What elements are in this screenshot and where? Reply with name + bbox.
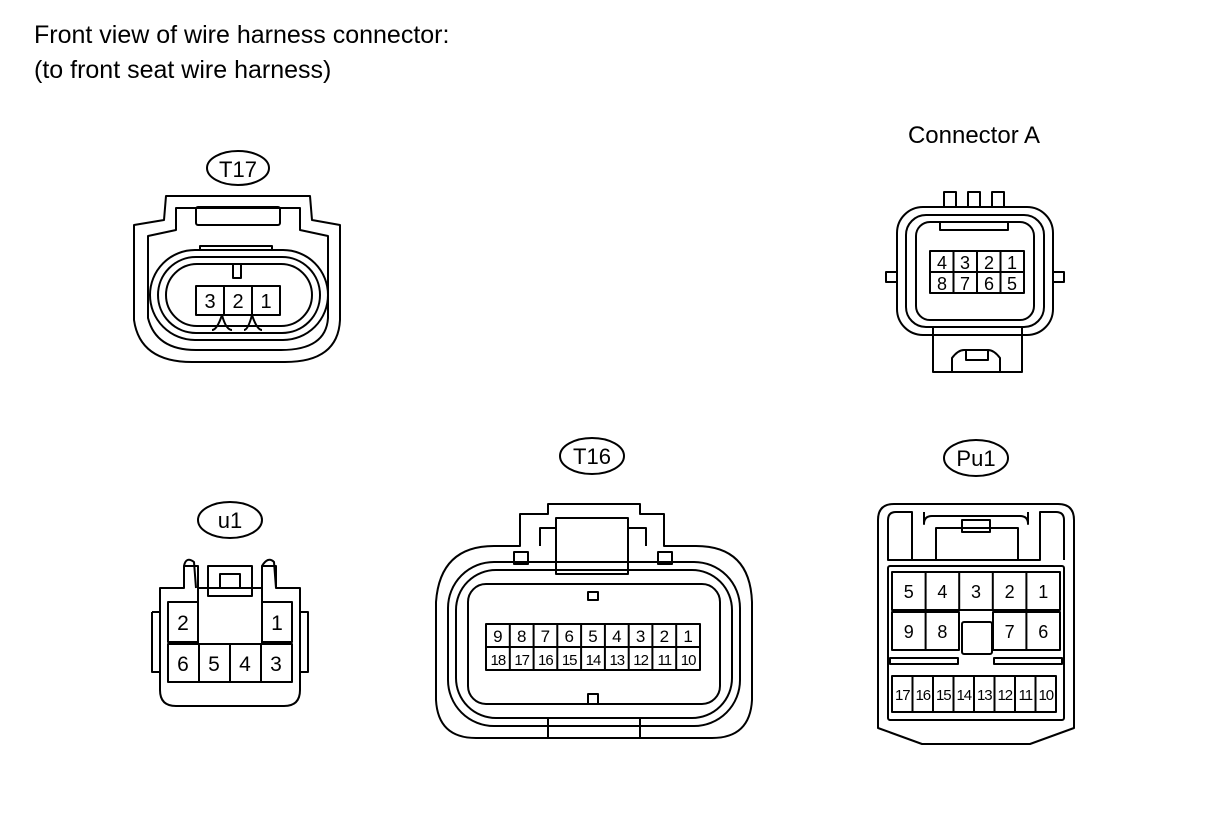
connector-pu1-pins: 5 4 3 2 1 9 8 7 6 17 16 15 14 13 12 11 1…: [889, 571, 1063, 713]
connector-t16-housing: [435, 503, 753, 739]
connector-pu1: Pu1: [877, 439, 1075, 745]
connector-pu1-pin: 9: [904, 622, 914, 642]
connector-pu1-pin: 2: [1005, 582, 1015, 602]
connector-t16-pin: 13: [609, 652, 624, 669]
connector-u1-pin: 6: [177, 653, 189, 676]
connector-u1-pin: 3: [270, 653, 282, 676]
connector-u1-pin: 2: [177, 612, 189, 635]
connector-pu1-pin: 11: [1019, 687, 1033, 704]
connector-t16-pin: 15: [562, 652, 577, 669]
connector-a-pin: 5: [1007, 274, 1017, 294]
connector-pu1-pin: 17: [895, 687, 910, 704]
caption-line-2: (to front seat wire harness): [34, 56, 332, 84]
connector-a-pins: 4 3 2 1 8 7 6 5: [929, 250, 1025, 294]
connector-a-pin: 3: [960, 253, 970, 273]
connector-t16-code: T16: [573, 444, 611, 469]
connector-pu1-housing: [877, 503, 1075, 745]
connector-pu1-pin: 4: [937, 582, 947, 602]
connector-pu1-pin: 5: [904, 582, 914, 602]
connector-pu1-pin: 3: [971, 582, 981, 602]
connector-a-pin: 6: [984, 274, 994, 294]
connector-pu1-pin: 7: [1005, 622, 1015, 642]
connector-pu1-pin: 16: [915, 687, 930, 704]
caption-line-1: Front view of wire harness connector:: [34, 21, 450, 49]
connector-t16-pin: 3: [636, 627, 645, 646]
connector-t17-code-oval: [206, 150, 270, 186]
connector-a-pin: 1: [1007, 253, 1017, 273]
connector-t17-pin: 1: [260, 291, 271, 313]
connector-t16-pin: 12: [633, 652, 648, 669]
connector-a-pin: 2: [984, 253, 994, 273]
connector-a-pin: 8: [937, 274, 947, 294]
connector-a: Connector A 4 3 2 1 8 7 6 5: [885, 122, 1065, 373]
connector-u1: u1 2 1 6 5 4 3: [151, 501, 309, 707]
connector-pu1-pin: 8: [937, 622, 947, 642]
connector-pu1-pin: 13: [977, 687, 992, 704]
connector-t17-housing: [133, 195, 341, 363]
connector-t16: T16 9 8: [435, 437, 753, 739]
connector-t17-pin: 2: [232, 291, 243, 313]
connector-a-pin: 4: [937, 253, 947, 273]
connector-pu1-code-oval: [943, 439, 1009, 477]
connector-t16-pin: 5: [588, 627, 597, 646]
connector-t16-pins: 9 8 7 6 5 4 3 2 1 18 17 16 15 14 13 12 1…: [485, 623, 701, 671]
connector-t17-code: T17: [219, 157, 257, 182]
connector-t16-pin: 17: [514, 652, 529, 669]
connector-pu1-pin: 6: [1038, 622, 1048, 642]
connector-u1-pin: 4: [239, 653, 251, 676]
connector-t16-pin: 9: [493, 627, 502, 646]
connector-a-housing: [885, 191, 1065, 373]
connector-u1-pins: 2 1 6 5 4 3: [167, 601, 293, 683]
connector-pu1-code: Pu1: [956, 446, 995, 471]
connector-t16-pin: 8: [517, 627, 526, 646]
connector-t16-pin: 7: [541, 627, 550, 646]
connector-pu1-pin: 14: [956, 687, 971, 704]
diagram-caption: Front view of wire harness connector: (t…: [34, 18, 449, 88]
connector-t16-pin: 6: [564, 627, 573, 646]
connector-u1-pin: 1: [271, 612, 283, 635]
connector-u1-pin: 5: [208, 653, 220, 676]
connector-pu1-pin: 12: [997, 687, 1012, 704]
connector-u1-housing: [151, 558, 309, 707]
connector-u1-code-oval: [197, 501, 263, 539]
connector-pu1-pin: 10: [1038, 687, 1053, 704]
connector-t17-pins: 3 2 1: [195, 285, 281, 316]
connector-t16-pin: 18: [491, 652, 506, 669]
connector-t16-pin: 11: [658, 652, 672, 669]
connector-t16-pin: 16: [538, 652, 553, 669]
connector-t16-pin: 4: [612, 627, 621, 646]
connector-t16-pin: 10: [681, 652, 696, 669]
connector-t16-pin: 2: [660, 627, 669, 646]
connector-t17: T17 3 2 1: [133, 150, 341, 363]
connector-u1-code: u1: [218, 508, 242, 533]
connector-pu1-pin: 1: [1038, 582, 1048, 602]
connector-t16-code-oval: [559, 437, 625, 475]
connector-t16-pin: 1: [683, 627, 692, 646]
connector-t17-pin: 3: [204, 291, 215, 313]
connector-pu1-pin: 15: [936, 687, 951, 704]
connector-a-label: Connector A: [908, 122, 1040, 149]
connector-a-pin: 7: [960, 274, 970, 294]
connector-t16-pin: 14: [586, 652, 601, 669]
